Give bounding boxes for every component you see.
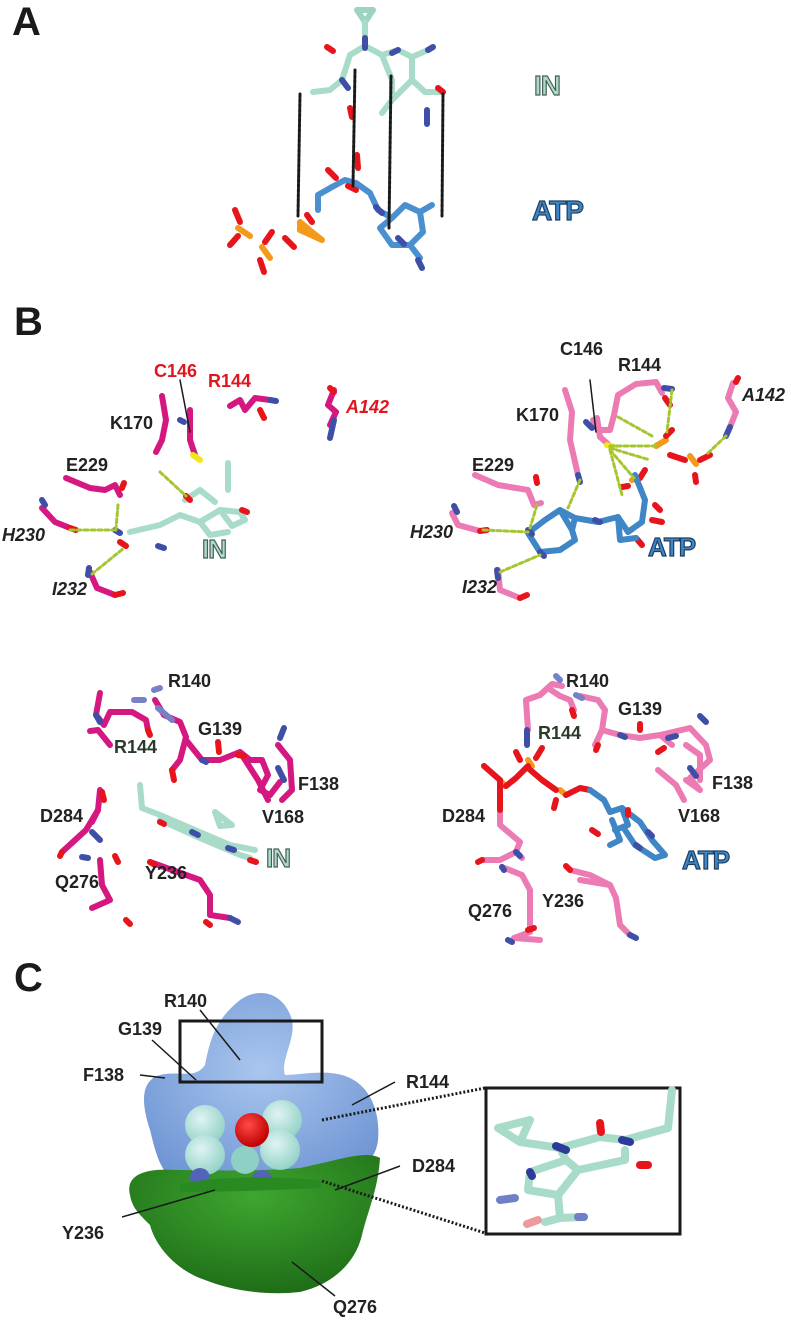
inset-in-molecule (494, 1086, 676, 1228)
b-tr-label-k170: K170 (516, 405, 560, 425)
b-tl-label-c146: C146 (154, 361, 198, 381)
b-br-label-f138: F138 (712, 773, 754, 793)
b-tl-label-i232: I232 (52, 579, 88, 599)
b-tr-label-a142: A142 (742, 385, 786, 405)
c-label-r140: R140 (164, 991, 208, 1011)
b-br-label-v168: V168 (678, 806, 721, 826)
b-bl-label-r140: R140 (168, 671, 212, 691)
panel-c-letter: C (14, 956, 43, 1000)
b-br-label-g139: G139 (618, 699, 663, 719)
c-label-d284: D284 (412, 1156, 456, 1176)
b-tr-label-i232: I232 (462, 577, 498, 597)
c-label-r144: R144 (406, 1072, 450, 1092)
atp-sticks (315, 177, 435, 261)
panel-a-letter: A (12, 0, 41, 44)
c-label-y236: Y236 (62, 1223, 105, 1243)
b-br-label-q276: Q276 (468, 901, 513, 921)
b-br-atp-label: ATP (681, 845, 730, 875)
c-label-f138: F138 (83, 1065, 125, 1085)
b-bl-label-v168: V168 (262, 807, 305, 827)
b-bl-label-q276: Q276 (55, 872, 100, 892)
b-tl-label-h230: H230 (2, 525, 46, 545)
b-bl-label-d284: D284 (40, 806, 84, 826)
b-bl-label-g139: G139 (198, 719, 243, 739)
b-bl-in-label: IN (265, 843, 291, 873)
ligand-spheres (185, 1100, 302, 1190)
c-label-g139: G139 (118, 1019, 163, 1039)
b-tr-label-c146: C146 (560, 339, 604, 359)
b-tl-in-label: IN (201, 534, 227, 564)
b-br-label-r140: R140 (566, 671, 610, 691)
b-tl-label-a142: A142 (346, 397, 390, 417)
b-br-label-y236: Y236 (542, 891, 585, 911)
panel-b-letter: B (14, 300, 43, 344)
panel-a-structure (227, 7, 446, 275)
b-tr-label-e229: E229 (472, 455, 515, 475)
b-br-label-r144: R144 (538, 723, 582, 743)
panel-a-in-label: IN (533, 70, 561, 101)
inset-box (484, 1086, 682, 1236)
b-tr-label-r144: R144 (618, 355, 662, 375)
b-tl-label-r144: R144 (208, 371, 252, 391)
b-tl-label-k170: K170 (110, 413, 154, 433)
b-tl-label-e229: E229 (66, 455, 109, 475)
c-label-q276: Q276 (333, 1297, 378, 1317)
b-bl-label-y236: Y236 (145, 863, 188, 883)
b-bl-label-f138: F138 (298, 774, 340, 794)
b-bl-label-r144: R144 (114, 737, 158, 757)
b-tr-atp-label: ATP (647, 532, 696, 562)
b-br-label-d284: D284 (442, 806, 486, 826)
panel-a-atp-label: ATP (531, 195, 584, 226)
selection-box (178, 1019, 324, 1084)
b-tr-label-h230: H230 (410, 522, 454, 542)
